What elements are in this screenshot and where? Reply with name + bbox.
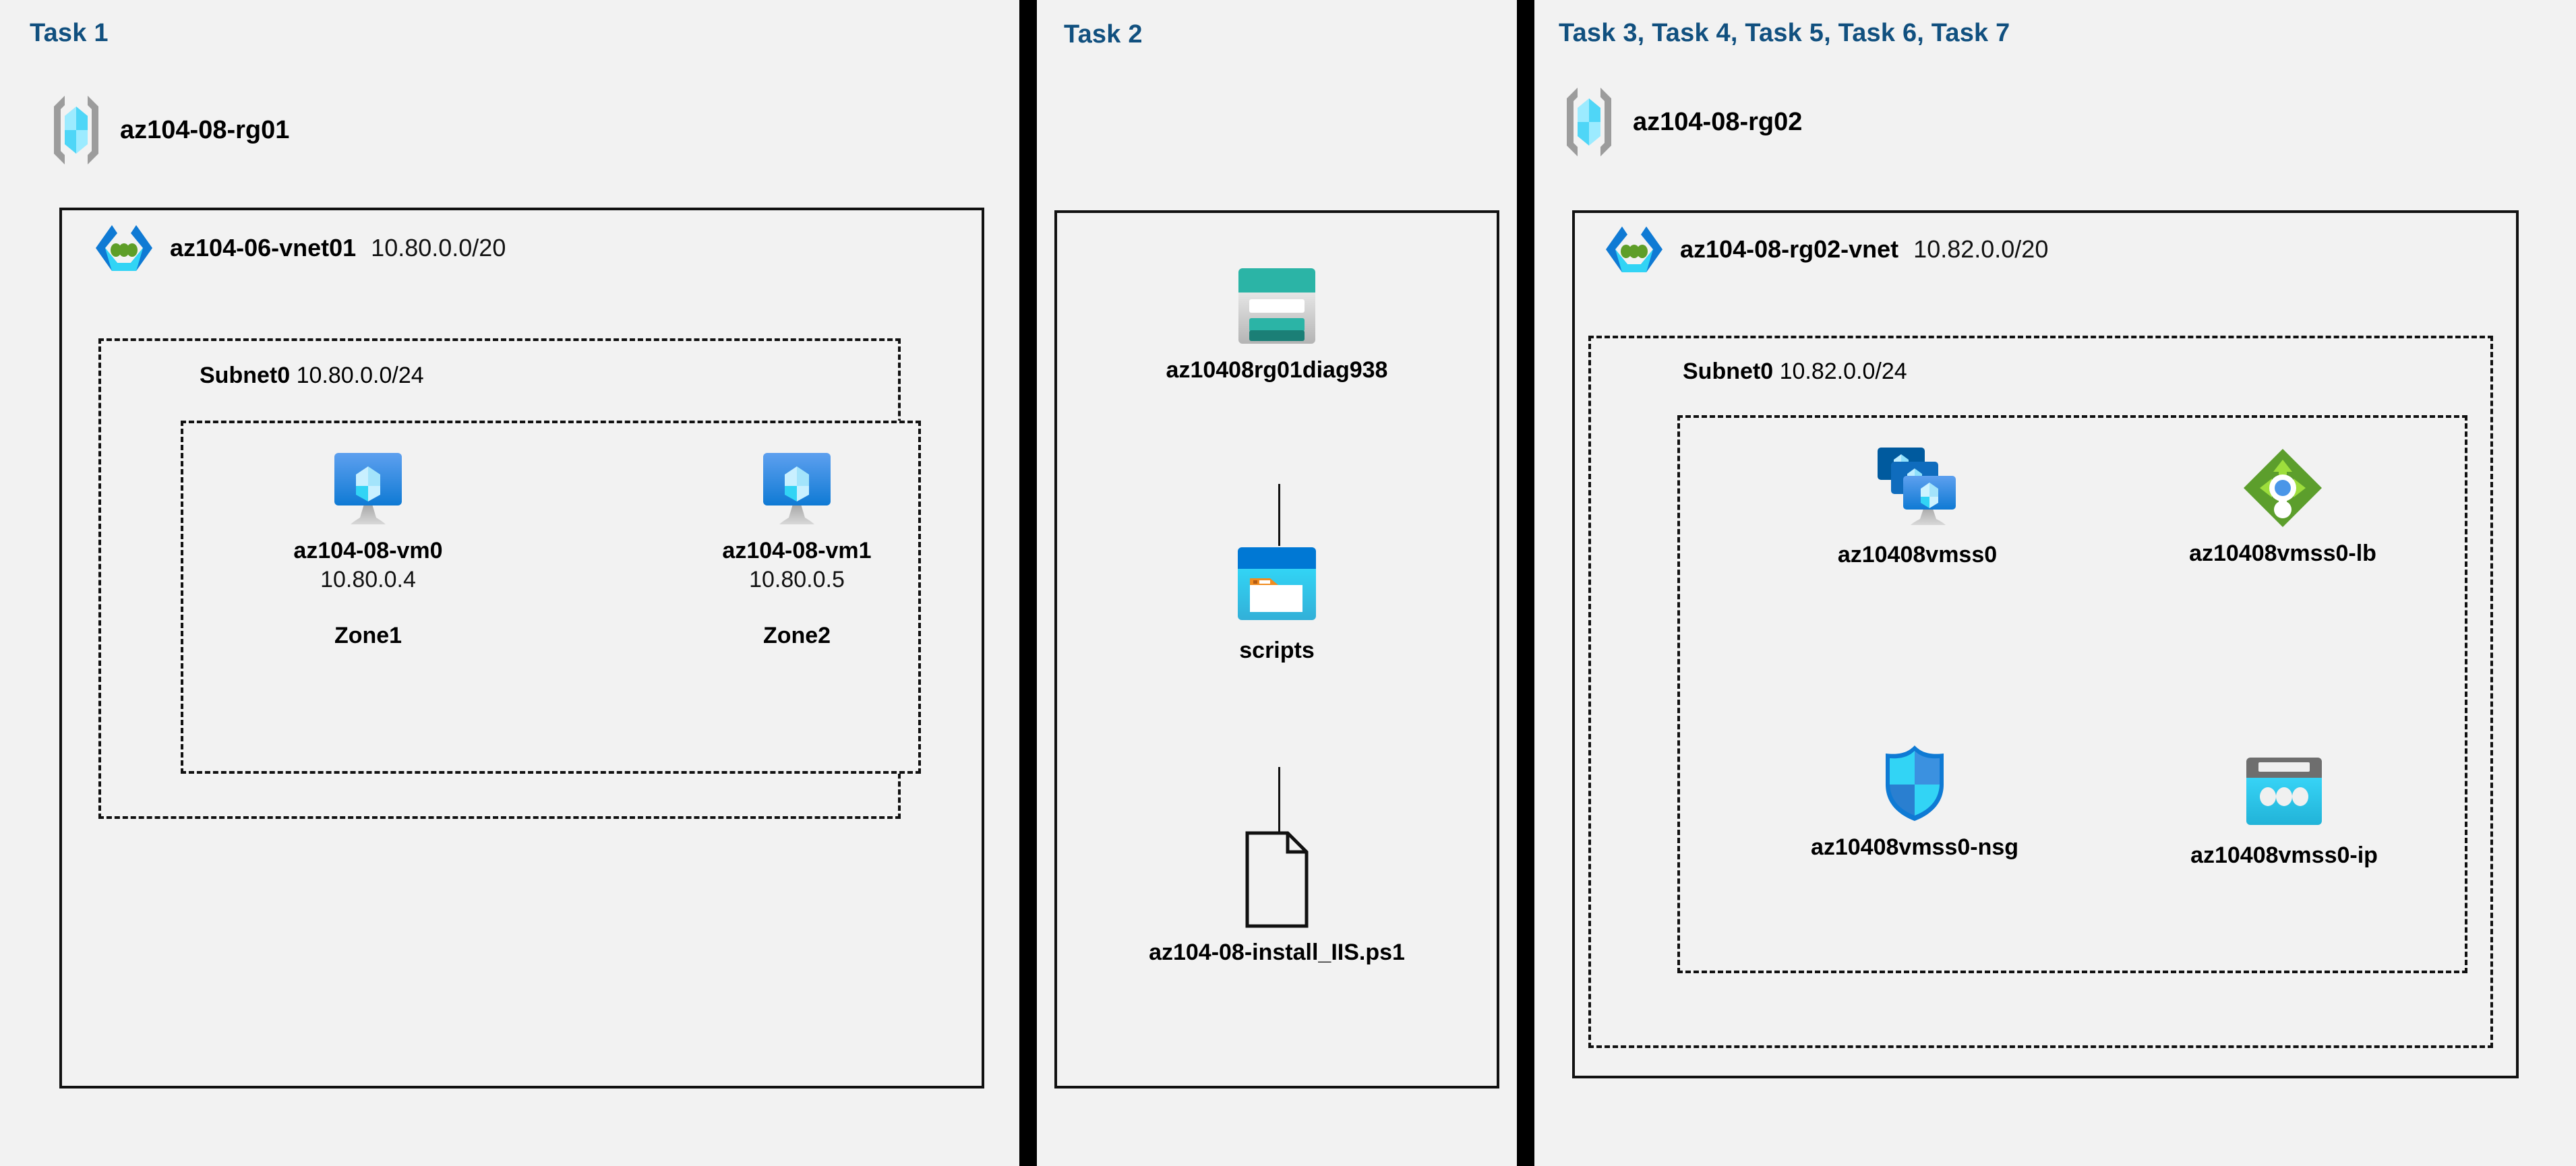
subnet-resources-box-2	[1677, 415, 2467, 973]
vnet-cidr-label: 10.80.0.0/20	[371, 234, 506, 262]
script-file-label: az104-08-install_IIS.ps1	[1149, 940, 1405, 965]
task-2-heading: Task 2	[1064, 20, 1143, 49]
vm-name-label: az104-08-vm0	[293, 538, 443, 563]
vm-name-label: az104-08-vm1	[722, 538, 872, 563]
vm-ip-label: 10.80.0.4	[320, 567, 416, 592]
blob-container-label: scripts	[1239, 638, 1315, 663]
task-1-heading: Task 1	[30, 19, 109, 47]
connector-scripts-to-script-file	[1278, 767, 1280, 832]
blob-container-node[interactable]: scripts	[1106, 545, 1448, 664]
vnet-name-label: az104-06-vnet01	[170, 234, 357, 262]
subnet-cidr-label: 10.80.0.0/24	[296, 363, 424, 388]
public-ip-address-icon	[2244, 755, 2325, 832]
task-2-boundary-box	[1054, 210, 1499, 1088]
virtual-machine-node-vm0[interactable]: az104-08-vm0 10.80.0.4 Zone1	[260, 452, 476, 649]
network-security-group-node[interactable]: az10408vmss0-nsg	[1774, 741, 2055, 861]
script-file-icon	[1243, 830, 1311, 929]
resource-group-icon	[50, 93, 102, 167]
subnet-label-1: Subnet0 10.80.0.0/24	[200, 363, 424, 389]
vm-zone-label: Zone2	[762, 623, 831, 648]
vnet-cidr-label: 10.82.0.0/20	[1913, 235, 2049, 263]
vm-scale-set-node[interactable]: az10408vmss0	[1777, 445, 2058, 568]
virtual-machine-icon	[332, 452, 405, 527]
vm-ip-label: 10.80.0.5	[749, 567, 845, 592]
storage-account-icon	[1233, 263, 1321, 346]
blob-container-icon	[1235, 545, 1319, 627]
script-file-node[interactable]: az104-08-install_IIS.ps1	[1072, 830, 1482, 966]
load-balancer-label: az10408vmss0-lb	[2189, 541, 2376, 566]
subnet-cidr-label: 10.82.0.0/24	[1779, 359, 1907, 384]
load-balancer-node[interactable]: az10408vmss0-lb	[2143, 446, 2423, 567]
storage-account-label: az10408rg01diag938	[1166, 357, 1388, 383]
virtual-machine-icon	[760, 452, 833, 527]
virtual-network-az104-08-rg02-vnet: az104-08-rg02-vnet 10.82.0.0/20	[1603, 224, 2048, 275]
virtual-machine-node-vm1[interactable]: az104-08-vm1 10.80.0.5 Zone2	[689, 452, 905, 649]
resource-group-label: az104-08-rg01	[120, 115, 290, 144]
vm-scale-set-icon	[1867, 445, 1968, 531]
network-security-group-icon	[1880, 741, 1949, 824]
panel-separator-2	[1517, 0, 1534, 1166]
panel-separator-1	[1019, 0, 1037, 1166]
connector-storage-to-scripts	[1278, 484, 1280, 546]
resource-group-az104-08-rg02: az104-08-rg02	[1563, 85, 1802, 159]
public-ip-address-node[interactable]: az10408vmss0-ip	[2144, 755, 2424, 869]
load-balancer-icon	[2241, 446, 2325, 530]
network-security-group-label: az10408vmss0-nsg	[1810, 834, 2019, 860]
virtual-network-icon	[1603, 224, 1665, 275]
virtual-network-az104-06-vnet01: az104-06-vnet01 10.80.0.0/20	[93, 222, 506, 274]
resource-group-icon	[1563, 85, 1615, 159]
subnet-name-label: Subnet0	[200, 363, 291, 388]
resource-group-az104-08-rg01: az104-08-rg01	[50, 93, 289, 167]
vm-zone-label: Zone1	[334, 623, 402, 648]
public-ip-address-label: az10408vmss0-ip	[2190, 842, 2378, 868]
virtual-network-icon	[93, 222, 155, 274]
subnet-label-2: Subnet0 10.82.0.0/24	[1683, 359, 1907, 385]
storage-account-node[interactable]: az10408rg01diag938	[1106, 263, 1448, 383]
subnet-name-label: Subnet0	[1683, 359, 1774, 384]
availability-zone-box-1	[181, 421, 921, 774]
task-3-to-7-heading: Task 3, Task 4, Task 5, Task 6, Task 7	[1559, 19, 2010, 47]
vnet-name-label: az104-08-rg02-vnet	[1680, 235, 1899, 263]
vm-scale-set-label: az10408vmss0	[1837, 542, 1998, 567]
resource-group-label: az104-08-rg02	[1633, 107, 1803, 136]
